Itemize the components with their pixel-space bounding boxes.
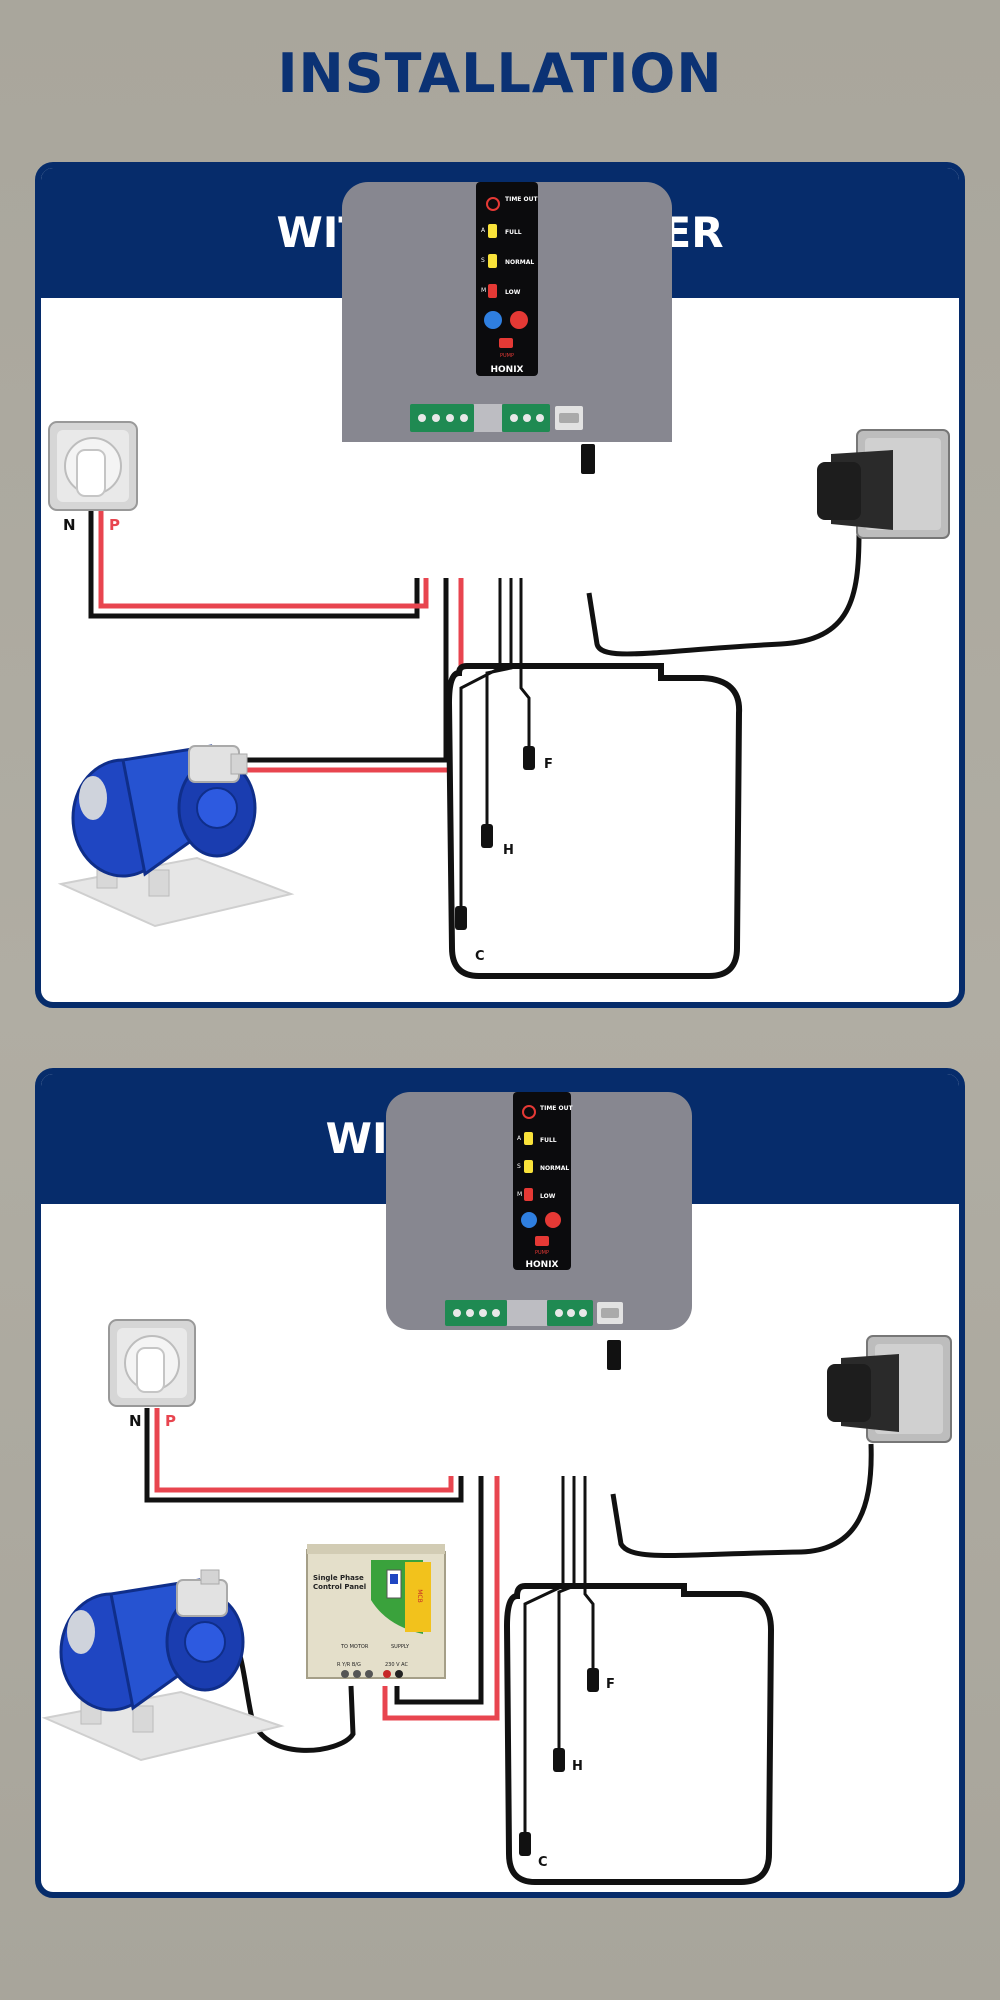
power-icon [510,311,528,329]
sensor-f-label: F [606,1677,615,1692]
phase-label: P [109,516,120,534]
svg-text:M: M [517,1191,522,1198]
usb-plug [581,444,595,474]
sensor-c-probe [455,906,467,930]
starter-title-line2: Control Panel [313,1583,366,1591]
page-title: INSTALLATION [277,42,723,105]
full-level-icon [488,224,497,238]
normal-level-icon [524,1160,533,1173]
starter-title-line1: Single Phase [313,1574,364,1582]
controller-unit: TIME OUT A FULL S NORMAL M LOW PUMP HONI… [386,1092,692,1370]
sensor-f-probe [587,1668,599,1692]
svg-text:R Y/R B/G: R Y/R B/G [337,1662,361,1668]
svg-text:LOW: LOW [540,1193,556,1200]
svg-text:FULL: FULL [505,229,522,236]
with-starter-diagram: F H C N P Single Phase Control Panel [41,1092,952,1885]
settings-icon [521,1212,537,1228]
phase-wire [154,1408,454,1493]
svg-text:M: M [481,287,486,294]
neutral-label: N [63,516,76,534]
sensor-c-label: C [538,1855,548,1870]
neutral-wire [88,508,420,619]
mcb-switch [405,1562,431,1632]
svg-text:PUMP: PUMP [535,1250,549,1256]
pump-icon [499,338,513,348]
svg-text:S: S [517,1163,521,1170]
without-starter-diagram: F H C N P [48,182,950,979]
timeout-icon [522,1105,536,1119]
supply-label: SUPPLY [391,1644,410,1650]
starter-control-panel: Single Phase Control Panel MCB TO MOTOR … [306,1544,446,1679]
sensor-h-label: H [572,1759,583,1774]
svg-text:MCB: MCB [416,1589,423,1602]
neutral-label: N [129,1412,142,1430]
svg-text:FULL: FULL [540,1137,557,1144]
normal-level-icon [488,254,497,268]
sensor-h-probe [553,1748,565,1772]
with-starter-panel: WITH STARTER F [35,1068,965,1898]
sensor-c-probe [519,1832,531,1856]
power-terminal-block [445,1300,507,1326]
water-tank [445,663,743,979]
brand-label: HONIX [490,365,523,375]
svg-text:PUMP: PUMP [500,353,514,359]
svg-text:NORMAL: NORMAL [540,1165,569,1172]
svg-text:S: S [481,257,485,264]
water-tank [503,1583,775,1885]
wall-socket: N P [48,421,138,534]
low-level-icon [488,284,497,298]
sensor-h-label: H [503,843,514,858]
timeout-icon [486,197,500,211]
svg-text:230 V AC: 230 V AC [385,1662,408,1668]
usb-plug [607,1340,621,1370]
low-level-icon [524,1188,533,1201]
settings-icon [484,311,502,329]
starter-supply-wires [382,1476,500,1721]
sensor-wires: F H C [455,578,553,964]
pump-icon [535,1236,549,1246]
phase-wire [98,508,429,609]
controller-unit: TIME OUT A FULL S NORMAL M LOW PUMP HONI… [342,182,672,474]
neutral-wire [144,1408,464,1503]
sensor-h-probe [481,824,493,848]
sensor-c-label: C [475,949,485,964]
svg-text:TIME OUT: TIME OUT [540,1105,573,1112]
sensor-f-label: F [544,757,553,772]
sensor-f-probe [523,746,535,770]
water-pump [41,1569,285,1762]
power-adapter-cable [610,1443,874,1558]
indicator-timeout-label: TIME OUT [505,196,538,203]
brand-label: HONIX [525,1260,558,1270]
power-icon [545,1212,561,1228]
power-terminal-block [410,404,474,432]
sensor-wires: F H C [519,1476,615,1870]
svg-text:NORMAL: NORMAL [505,259,534,266]
svg-text:A: A [517,1135,522,1142]
svg-text:A: A [481,227,486,234]
svg-text:LOW: LOW [505,289,521,296]
wall-socket: N P [108,1319,196,1430]
water-pump [57,744,295,928]
phase-label: P [165,1412,176,1430]
power-adapter-cable [586,532,862,657]
power-adapter [817,429,950,539]
without-starter-panel: WITHOUT STARTER F H C [35,162,965,1008]
to-motor-label: TO MOTOR [340,1644,369,1650]
full-level-icon [524,1132,533,1145]
power-adapter [827,1335,952,1443]
